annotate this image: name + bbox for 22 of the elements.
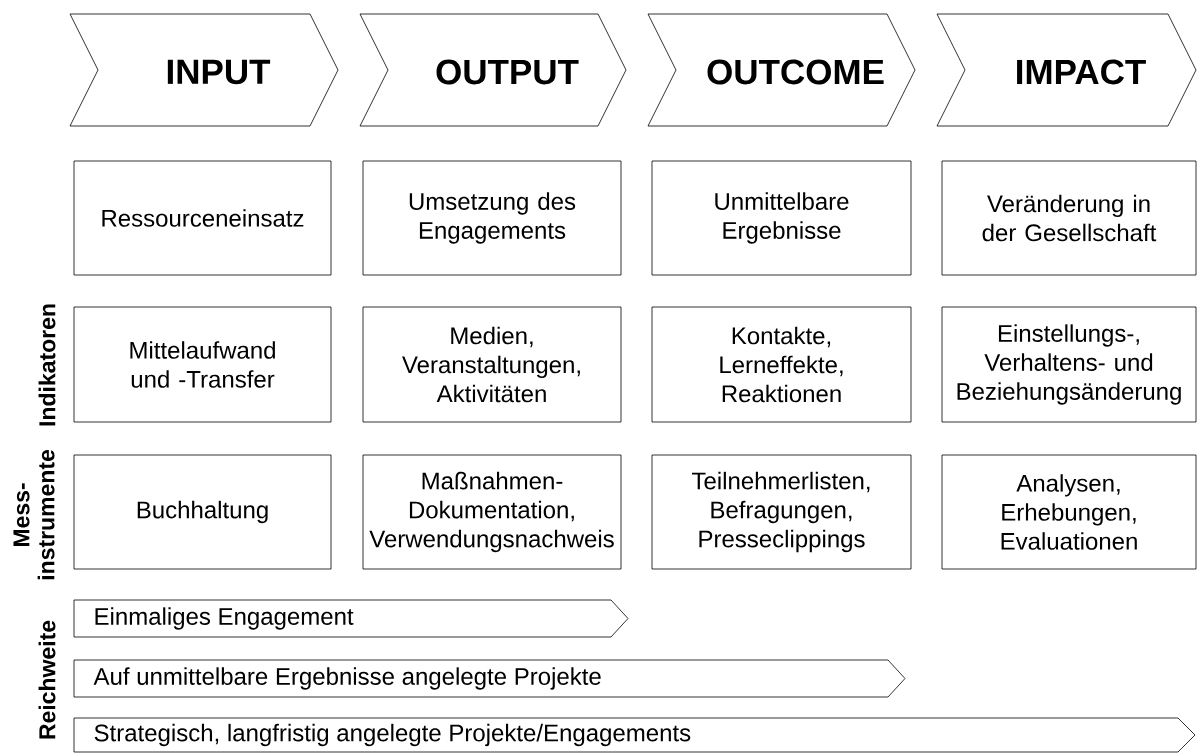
- text-box: Veränderung in der Gesellschaft: [941, 160, 1197, 276]
- row-label: Indikatoren: [38, 304, 56, 426]
- text-box: Teilnehmerlisten, Befragungen, Presseclippings: [651, 454, 912, 570]
- text-box: Maßnahmen-Dokumentation, Verwendungsnachweis: [362, 454, 622, 570]
- range-band: Einmaliges Engagement: [73, 599, 629, 638]
- text-box: Ressourceneinsatz: [73, 160, 332, 276]
- text-box: Umsetzung des Engagements: [362, 160, 622, 276]
- step-header: OUTPUT: [359, 13, 627, 127]
- step-header: IMPACT: [936, 13, 1197, 127]
- row-label: Reichweite: [38, 620, 56, 739]
- step-header: INPUT: [69, 13, 339, 127]
- range-band: Auf unmittelbare Ergebnisse angelegte Projekte: [73, 659, 906, 698]
- text-box: Buchhaltung: [73, 454, 332, 570]
- text-box: Mittelaufwand und -Transfer: [73, 306, 332, 423]
- range-band: Strategisch, langfristig angelegte Projekte/Engagements: [73, 717, 1196, 753]
- row-label: Mess- instrumente: [13, 449, 55, 580]
- text-box: Analysen, Erhebungen, Evaluationen: [941, 454, 1197, 570]
- text-box: Kontakte, Lerneffekte, Reaktionen: [651, 306, 912, 423]
- text-box: Einstellungs-, Verhaltens- und Beziehungsänderung: [941, 306, 1197, 423]
- text-box: Medien, Veranstaltungen, Aktivitäten: [362, 306, 622, 423]
- step-header: OUTCOME: [647, 13, 916, 127]
- text-box: Unmittelbare Ergebnisse: [651, 160, 912, 276]
